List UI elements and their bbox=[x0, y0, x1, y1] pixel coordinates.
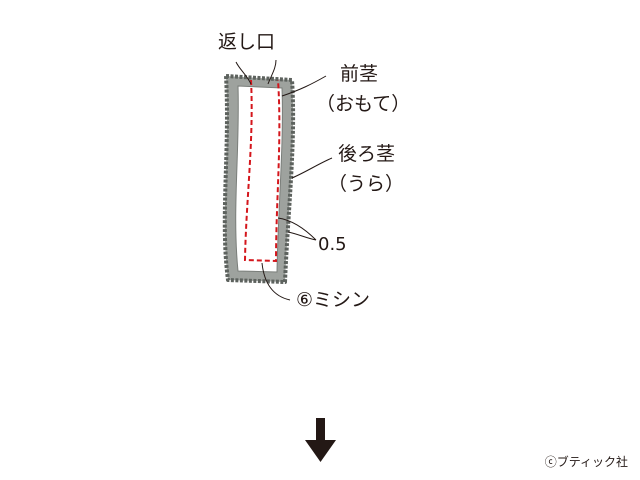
leader-seam-allowance bbox=[277, 217, 317, 241]
back-stem-side-label: （うら） bbox=[328, 173, 404, 195]
leader-opening bbox=[235, 59, 277, 85]
sewing-step-label: ⑥ミシン bbox=[296, 289, 370, 311]
front-stem-panel bbox=[235, 85, 283, 273]
front-stem-label: 前茎 bbox=[340, 63, 378, 85]
copyright-text: ⓒブティック社 bbox=[544, 455, 628, 469]
front-stem-side-label: （おもて） bbox=[316, 93, 410, 115]
leader-sewing-step bbox=[261, 262, 291, 301]
back-stem-label: 後ろ茎 bbox=[338, 143, 395, 165]
stitch-line bbox=[243, 79, 281, 263]
leader-front-stem bbox=[281, 75, 327, 97]
opening-label: 返し口 bbox=[218, 31, 275, 53]
down-arrow-icon bbox=[305, 418, 336, 462]
leader-back-stem bbox=[291, 157, 333, 179]
seam-allowance-label: 0.5 bbox=[318, 234, 347, 255]
